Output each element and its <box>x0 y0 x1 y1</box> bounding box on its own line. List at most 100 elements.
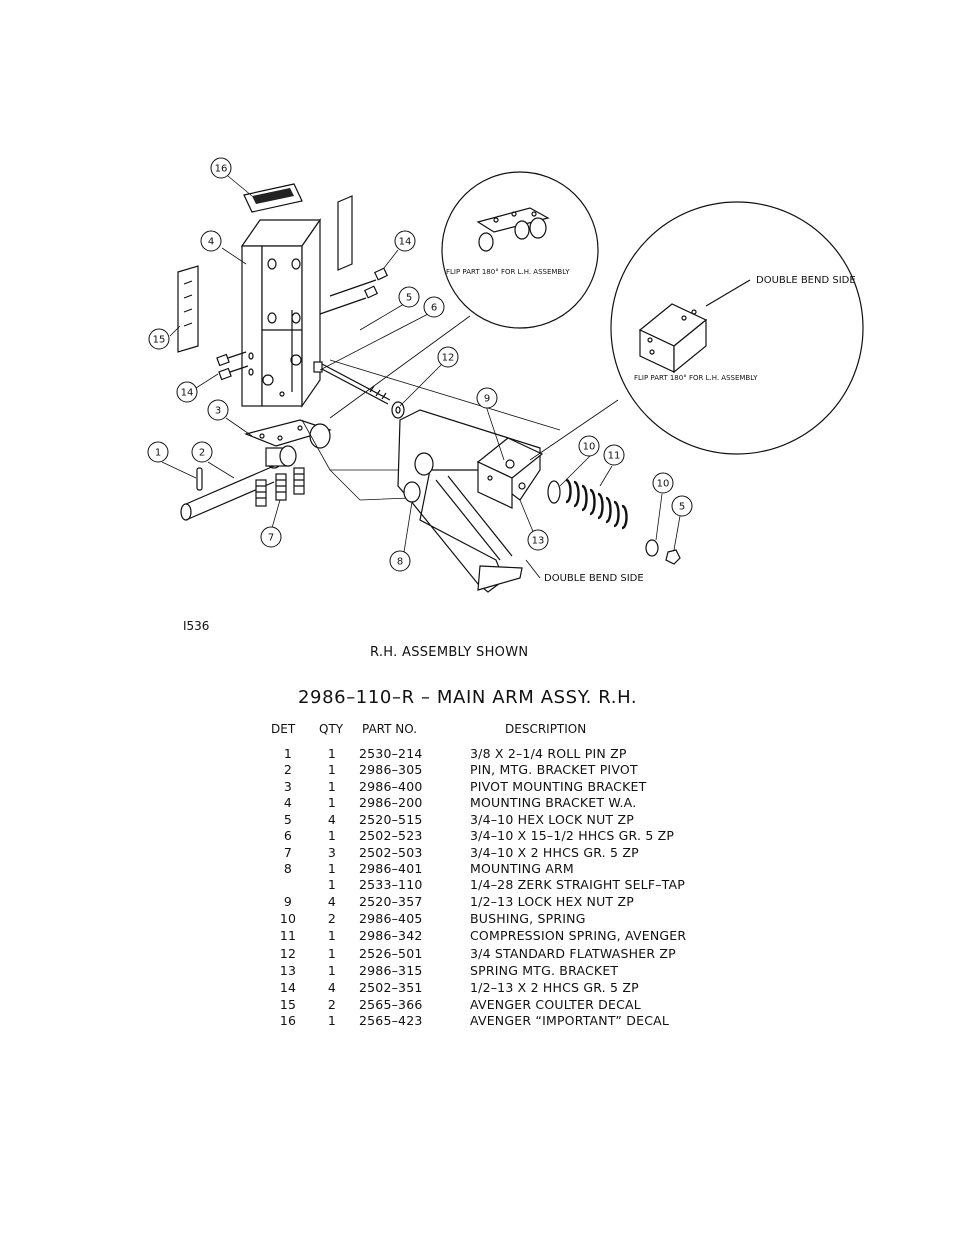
cell-qty: 1 <box>327 877 337 892</box>
callout-10: 10 <box>578 435 600 457</box>
cell-part-no: 2565–366 <box>359 997 423 1012</box>
cell-det: 6 <box>283 828 293 843</box>
hhcs-bolts-7 <box>255 467 305 507</box>
cell-det: 2 <box>283 762 293 777</box>
cell-part-no: 2986–200 <box>359 795 423 810</box>
callout-number: 4 <box>208 237 214 248</box>
cell-description: MOUNTING BRACKET W.A. <box>470 795 637 810</box>
callout-3: 3 <box>207 399 229 421</box>
callout-number: 5 <box>679 502 685 513</box>
hhcs-bolt-left <box>216 351 249 381</box>
callout-number: 16 <box>215 164 228 175</box>
cell-description: 3/4–10 HEX LOCK NUT ZP <box>470 812 634 827</box>
cell-det: 14 <box>279 980 297 995</box>
callout-7: 7 <box>260 526 282 548</box>
cell-description: COMPRESSION SPRING, AVENGER <box>470 928 687 943</box>
flip-note-small: FLIP PART 180° FOR L.H. ASSEMBLY <box>446 268 570 276</box>
cell-det: 12 <box>279 946 297 961</box>
cell-description: SPRING MTG. BRACKET <box>470 963 619 978</box>
cell-det: 11 <box>279 928 297 943</box>
callout-8: 8 <box>389 550 411 572</box>
cell-qty: 1 <box>327 1013 337 1028</box>
cell-det: 15 <box>279 997 297 1012</box>
cell-part-no: 2530–214 <box>359 746 423 761</box>
cell-description: 3/4 STANDARD FLATWASHER ZP <box>470 946 676 961</box>
callout-number: 13 <box>532 536 545 547</box>
cell-description: AVENGER COULTER DECAL <box>470 997 641 1012</box>
cell-qty: 3 <box>327 845 337 860</box>
mounting-bracket-part <box>240 218 322 408</box>
cell-part-no: 2520–357 <box>359 894 423 909</box>
cell-part-no: 2502–351 <box>359 980 423 995</box>
mounting-arm-part <box>397 409 541 593</box>
cell-description: 1/2–13 LOCK HEX NUT ZP <box>470 894 634 909</box>
header-description: DESCRIPTION <box>505 722 587 736</box>
cell-det: 16 <box>279 1013 297 1028</box>
cell-part-no: 2986–400 <box>359 779 423 794</box>
bom-title: 2986–110–R – MAIN ARM ASSY. R.H. <box>298 687 638 708</box>
callout-4: 4 <box>200 230 222 252</box>
cell-det: 1 <box>283 746 293 761</box>
callout-number: 6 <box>431 303 437 314</box>
cell-det: 5 <box>283 812 293 827</box>
callout-number: 5 <box>406 293 412 304</box>
cell-qty: 1 <box>327 795 337 810</box>
callout-1: 1 <box>147 441 169 463</box>
cell-part-no: 2986–342 <box>359 928 423 943</box>
cell-part-no: 2986–401 <box>359 861 423 876</box>
callout-10: 10 <box>652 472 674 494</box>
figure-code: I536 <box>183 619 210 633</box>
detail-circle-large <box>610 201 864 455</box>
callout-16: 16 <box>210 157 232 179</box>
cell-part-no: 2533–110 <box>359 877 423 892</box>
cell-part-no: 2565–423 <box>359 1013 423 1028</box>
cell-part-no: 2986–315 <box>359 963 423 978</box>
cell-qty: 4 <box>327 980 337 995</box>
cell-qty: 4 <box>327 894 337 909</box>
pivot-bracket-part <box>244 419 332 469</box>
cell-description: 3/4–10 X 15–1/2 HHCS GR. 5 ZP <box>470 828 675 843</box>
callout-6: 6 <box>423 296 445 318</box>
cell-qty: 2 <box>327 997 337 1012</box>
detail-circle-small <box>441 171 599 329</box>
coulter-decal-part <box>177 265 199 353</box>
cell-part-no: 2502–523 <box>359 828 423 843</box>
cell-part-no: 2986–405 <box>359 911 423 926</box>
callout-9: 9 <box>476 387 498 409</box>
hhcs-bolt-top <box>319 267 389 315</box>
cell-qty: 4 <box>327 812 337 827</box>
cell-description: PIVOT MOUNTING BRACKET <box>470 779 647 794</box>
callout-14: 14 <box>176 381 198 403</box>
cell-part-no: 2526–501 <box>359 946 423 961</box>
callout-number: 10 <box>657 479 670 490</box>
cell-description: 1/2–13 X 2 HHCS GR. 5 ZP <box>470 980 639 995</box>
compression-spring-part <box>565 478 628 530</box>
cell-description: AVENGER “IMPORTANT” DECAL <box>470 1013 670 1028</box>
double-bend-note-bottom: DOUBLE BEND SIDE <box>544 573 644 584</box>
cell-description: 1/4–28 ZERK STRAIGHT SELF–TAP <box>470 877 686 892</box>
callout-5: 5 <box>398 286 420 308</box>
cell-description: MOUNTING ARM <box>470 861 574 876</box>
callout-14: 14 <box>394 230 416 252</box>
assembly-shown-note: R.H. ASSEMBLY SHOWN <box>370 645 529 660</box>
cell-qty: 2 <box>327 911 337 926</box>
cell-description: PIN, MTG. BRACKET PIVOT <box>470 762 638 777</box>
cell-det: 10 <box>279 911 297 926</box>
cell-det: 3 <box>283 779 293 794</box>
cell-qty: 1 <box>327 946 337 961</box>
long-hhcs-bolt <box>313 361 391 405</box>
cell-part-no: 2520–515 <box>359 812 423 827</box>
flatwasher-part <box>391 401 405 419</box>
spring-bracket-part <box>476 437 544 509</box>
cell-qty: 1 <box>327 779 337 794</box>
cell-description: 3/4–10 X 2 HHCS GR. 5 ZP <box>470 845 639 860</box>
important-decal-part <box>243 183 303 213</box>
cell-description: 3/8 X 2–1/4 ROLL PIN ZP <box>470 746 627 761</box>
header-qty: QTY <box>319 722 344 736</box>
callout-number: 2 <box>199 448 205 459</box>
callout-number: 14 <box>181 388 194 399</box>
header-det: DET <box>271 722 296 736</box>
cell-part-no: 2986–305 <box>359 762 423 777</box>
callout-15: 15 <box>148 328 170 350</box>
